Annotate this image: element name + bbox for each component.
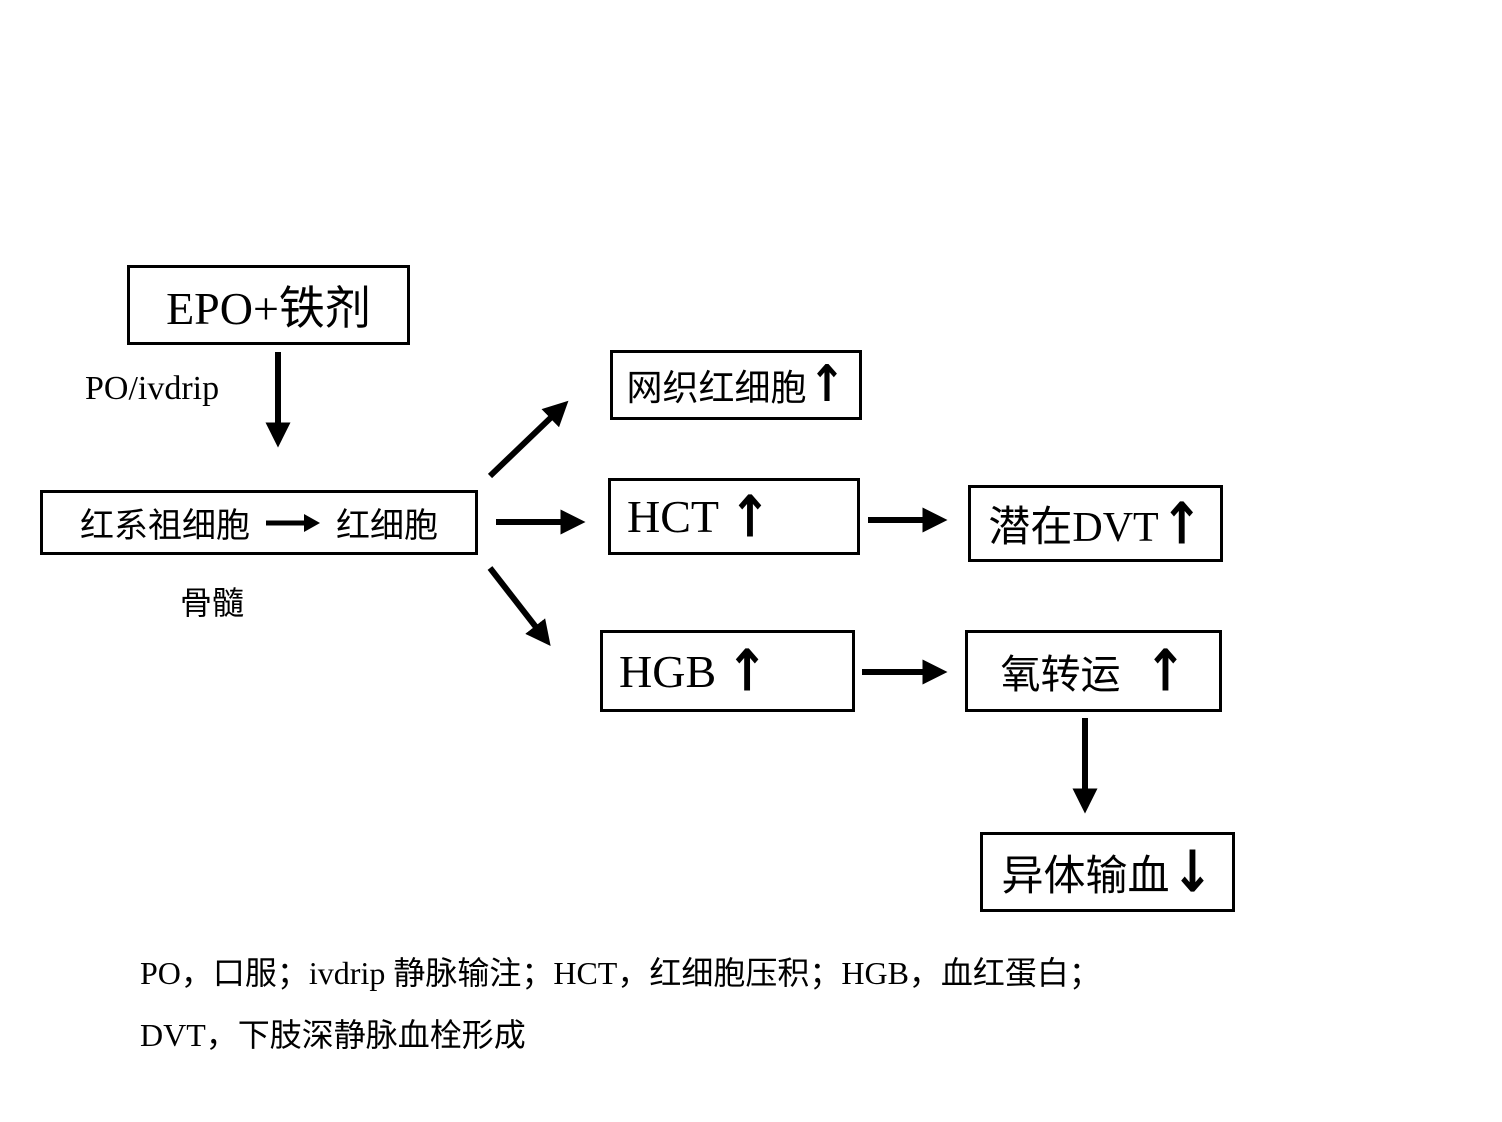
epo-iron-label: EPO+铁剂 [166, 283, 371, 334]
right-arrow-icon [266, 513, 320, 532]
route-label: PO/ivdrip [85, 370, 220, 407]
potential-dvt-box: 潜在DVT ↑ [968, 485, 1223, 562]
epo-iron-box: EPO+铁剂 [127, 265, 410, 345]
progenitor-box: 红系祖细胞 红细胞 [40, 490, 478, 555]
red-cell-label: 红细胞 [336, 508, 438, 545]
hct-label: HCT [627, 491, 719, 542]
hgb-box: HGB ↑ [600, 630, 855, 712]
progenitor-label: 红系祖细胞 [80, 508, 250, 545]
reticulocyte-box: 网织红细胞 ↑ [610, 350, 862, 420]
reticulocyte-label: 网织红细胞 [626, 368, 807, 408]
arrow-progenitor-to-reticulocyte [487, 400, 569, 479]
footnote-line-1: PO，口服；ivdrip 静脉输注；HCT，红细胞压积；HGB，血红蛋白； [140, 955, 1101, 991]
up-arrow-icon: ↑ [1144, 637, 1187, 705]
oxygen-transport-label: 氧转运 [1000, 652, 1121, 697]
down-arrow-icon: ↓ [1171, 838, 1214, 906]
allogeneic-transfusion-label: 异体输血 [1001, 853, 1170, 900]
up-arrow-icon: ↑ [808, 355, 846, 414]
allogeneic-transfusion-box: 异体输血 ↓ [980, 832, 1235, 912]
up-arrow-icon: ↑ [729, 483, 771, 550]
hgb-label: HGB [619, 645, 717, 697]
footnote-line-2: DVT，下肢深静脉血栓形成 [140, 1017, 526, 1053]
arrow-progenitor-to-hgb [487, 566, 551, 646]
oxygen-transport-box: 氧转运 ↑ [965, 630, 1222, 712]
bone-marrow-label: 骨髓 [180, 585, 245, 621]
hct-box: HCT ↑ [608, 478, 860, 555]
up-arrow-icon: ↑ [726, 637, 769, 705]
potential-dvt-label: 潜在DVT [988, 505, 1159, 551]
up-arrow-icon: ↑ [1160, 490, 1203, 557]
